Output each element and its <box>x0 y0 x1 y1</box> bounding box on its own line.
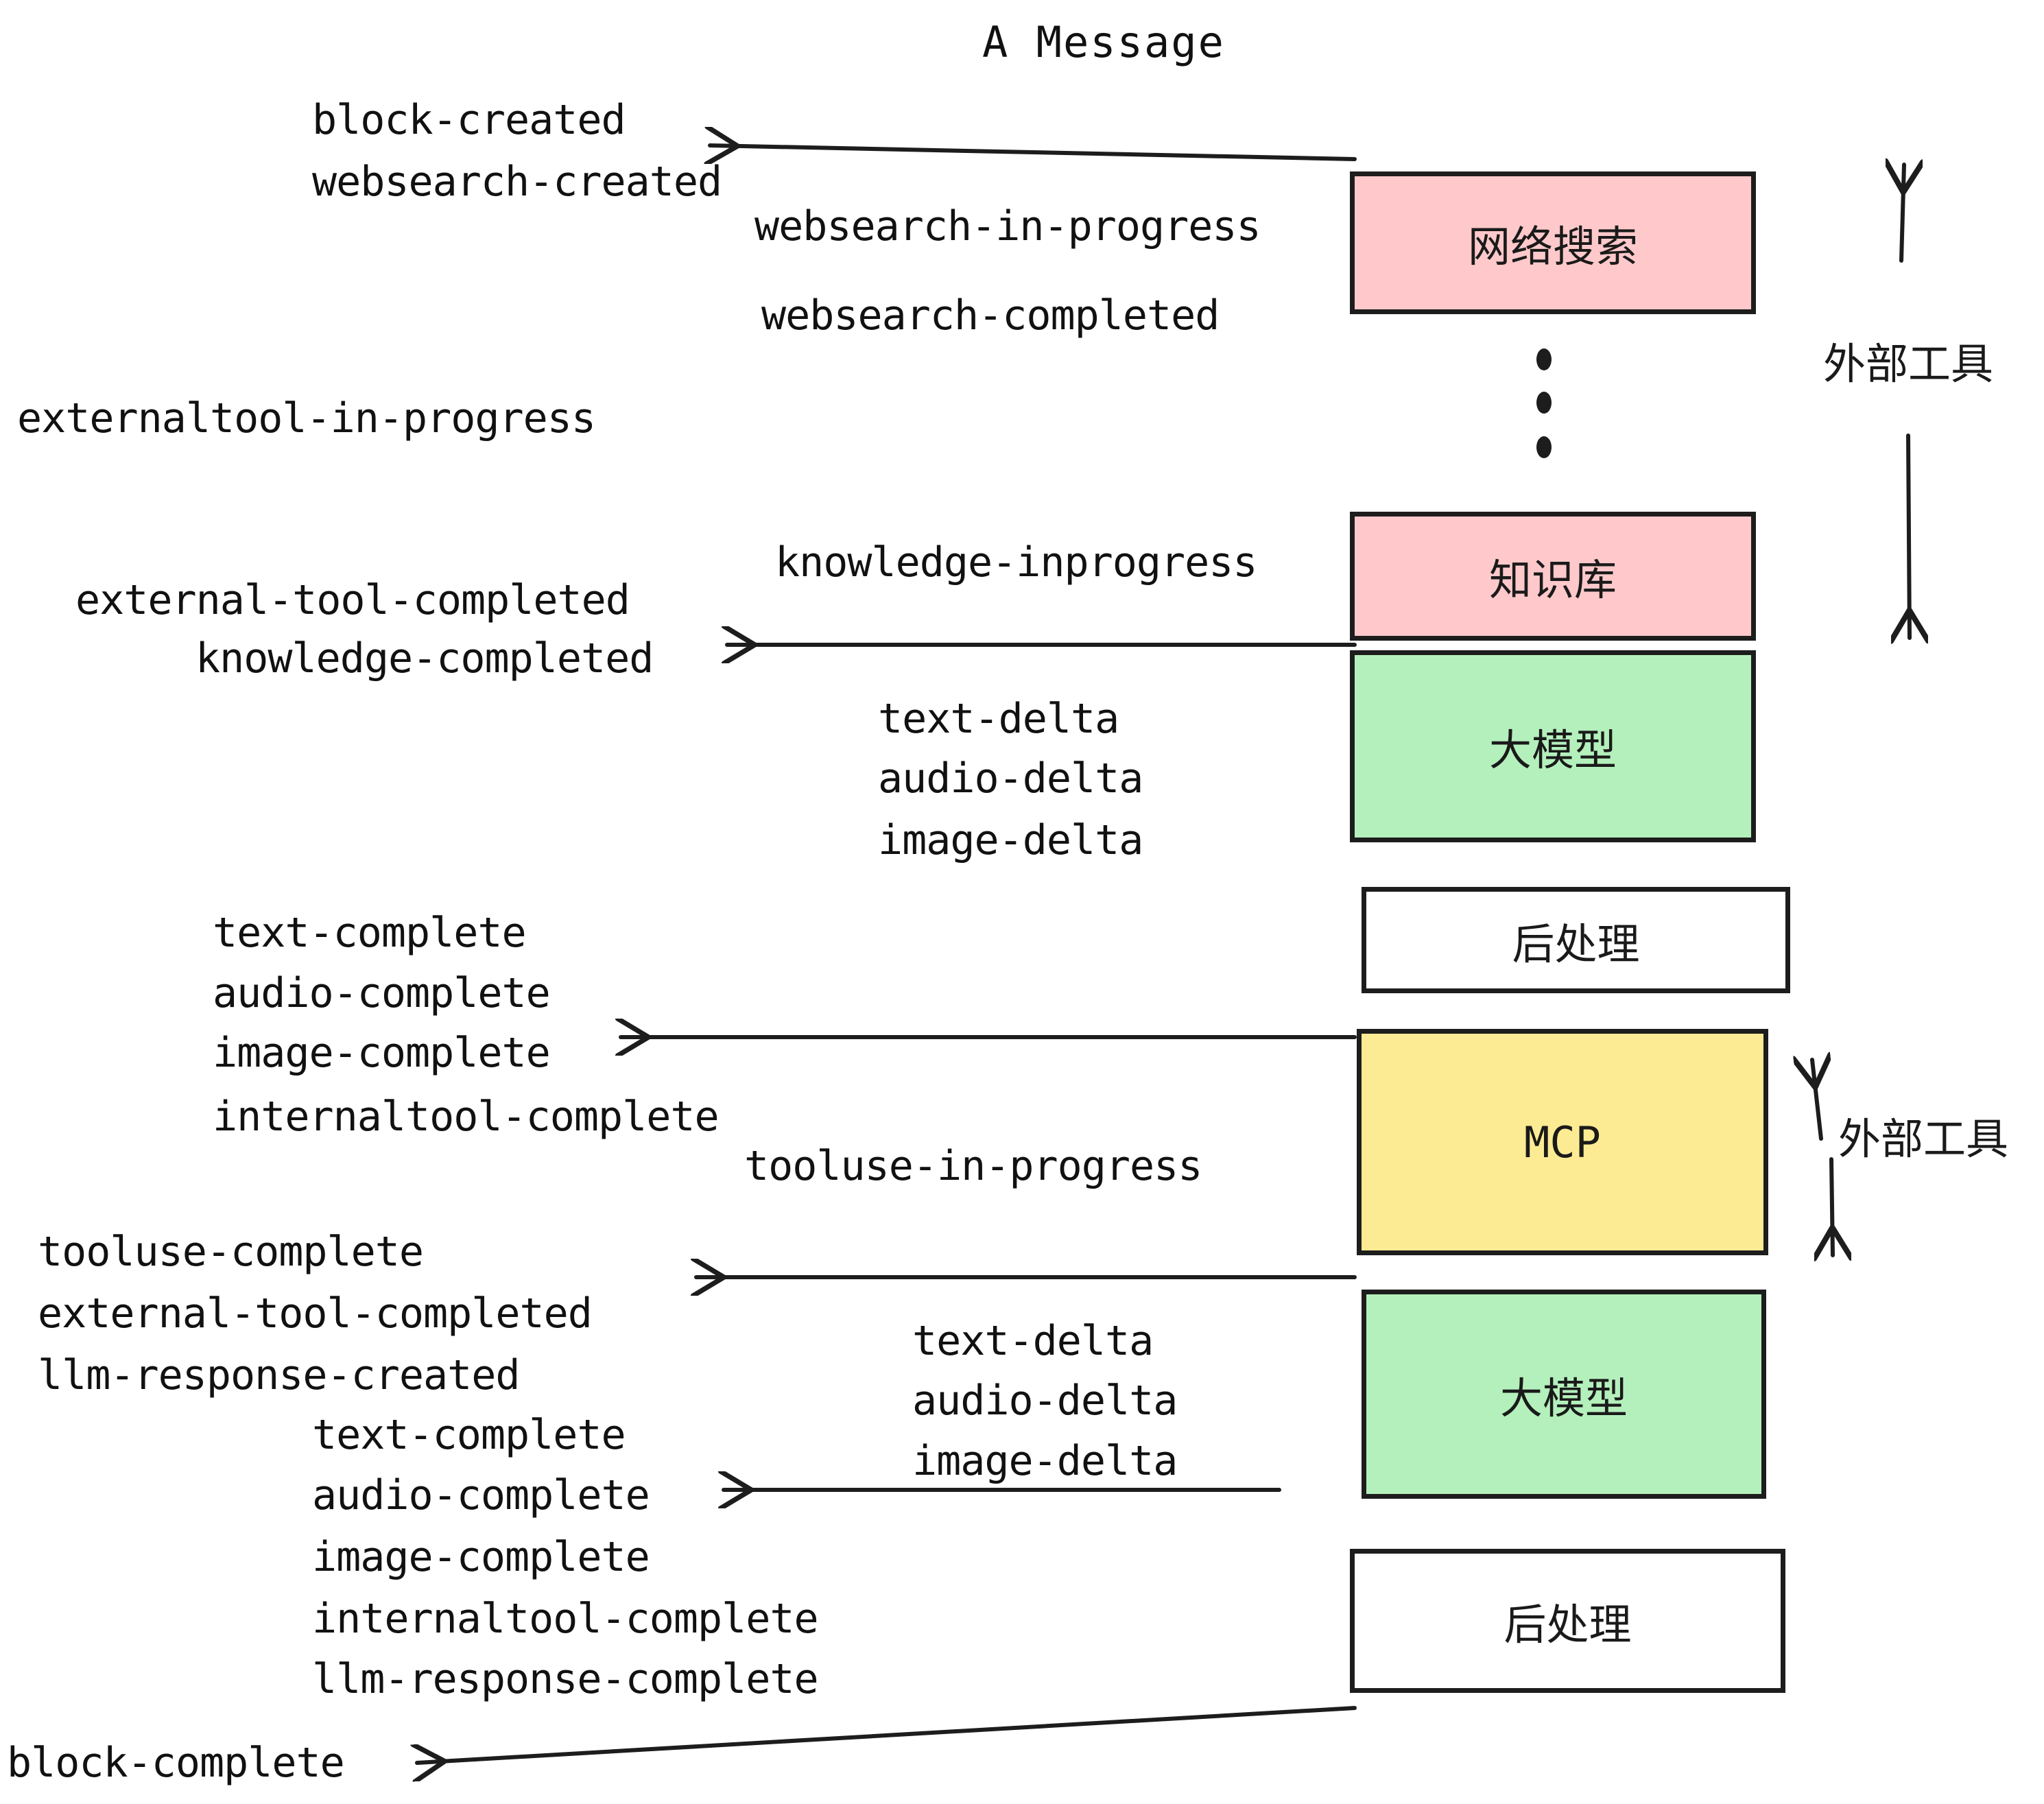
event-tooluse-complete: tooluse-complete <box>38 1228 424 1276</box>
event-image-complete-1: image-complete <box>213 1029 551 1077</box>
node-llm-top[interactable]: 大模型 <box>1350 650 1756 842</box>
page-title: A Message <box>982 17 1225 67</box>
event-text-complete-2: text-complete <box>312 1411 626 1459</box>
side-label-external-tools-bottom: 外部工具 <box>1838 1114 2009 1164</box>
external-tools-bottom-arrow-up <box>1812 1060 1821 1141</box>
arrow-block-created <box>710 145 1357 159</box>
event-audio-delta-1: audio-delta <box>878 755 1143 803</box>
event-audio-complete-1: audio-complete <box>213 969 551 1017</box>
event-text-complete-1: text-complete <box>213 909 527 957</box>
node-websearch-label: 网络搜索 <box>1467 222 1638 272</box>
event-external-tool-completed-1: external-tool-completed <box>75 576 630 624</box>
event-text-delta-1: text-delta <box>878 695 1119 743</box>
node-postprocess-bottom[interactable]: 后处理 <box>1350 1549 1785 1693</box>
node-postprocess-bottom-label: 后处理 <box>1504 1600 1632 1650</box>
event-image-delta-1: image-delta <box>878 816 1143 864</box>
node-postprocess-top-label: 后处理 <box>1512 918 1640 969</box>
node-mcp-label: MCP <box>1524 1117 1601 1167</box>
event-llm-response-complete: llm-response-complete <box>312 1655 819 1703</box>
vertical-ellipsis <box>1536 348 1552 458</box>
external-tools-bottom-arrow-down <box>1831 1157 1833 1255</box>
event-audio-complete-2: audio-complete <box>312 1471 650 1519</box>
event-websearch-created: websearch-created <box>312 158 722 206</box>
node-knowledge[interactable]: 知识库 <box>1350 512 1756 641</box>
event-llm-response-created: llm-response-created <box>38 1351 520 1399</box>
external-tools-top-arrow-down <box>1908 434 1910 638</box>
event-audio-delta-2: audio-delta <box>912 1377 1178 1425</box>
event-knowledge-completed: knowledge-completed <box>195 634 654 683</box>
arrow-block-complete <box>417 1706 1357 1763</box>
event-text-delta-2: text-delta <box>912 1317 1154 1365</box>
event-externaltool-in-progress: externaltool-in-progress <box>17 394 596 442</box>
node-llm-bottom-label: 大模型 <box>1499 1373 1628 1423</box>
event-external-tool-completed-2: external-tool-completed <box>38 1290 593 1338</box>
event-block-complete: block-complete <box>7 1739 345 1787</box>
node-websearch[interactable]: 网络搜索 <box>1350 171 1756 314</box>
event-websearch-in-progress: websearch-in-progress <box>754 202 1261 250</box>
event-internaltool-complete-1: internaltool-complete <box>213 1093 720 1141</box>
event-block-created: block-created <box>312 96 626 144</box>
event-image-complete-2: image-complete <box>312 1533 650 1581</box>
event-internaltool-complete-2: internaltool-complete <box>312 1595 819 1643</box>
event-image-delta-2: image-delta <box>912 1437 1178 1485</box>
node-mcp[interactable]: MCP <box>1357 1029 1768 1255</box>
node-postprocess-top[interactable]: 后处理 <box>1362 887 1790 993</box>
event-websearch-completed: websearch-completed <box>761 292 1220 340</box>
node-llm-bottom[interactable]: 大模型 <box>1362 1290 1766 1499</box>
node-llm-top-label: 大模型 <box>1488 725 1617 775</box>
side-label-external-tools-top: 外部工具 <box>1823 339 1994 389</box>
event-tooluse-in-progress: tooluse-in-progress <box>744 1142 1202 1190</box>
node-knowledge-label: 知识库 <box>1488 555 1617 605</box>
external-tools-top-arrow-up <box>1901 165 1904 263</box>
event-knowledge-inprogress: knowledge-inprogress <box>775 538 1257 586</box>
